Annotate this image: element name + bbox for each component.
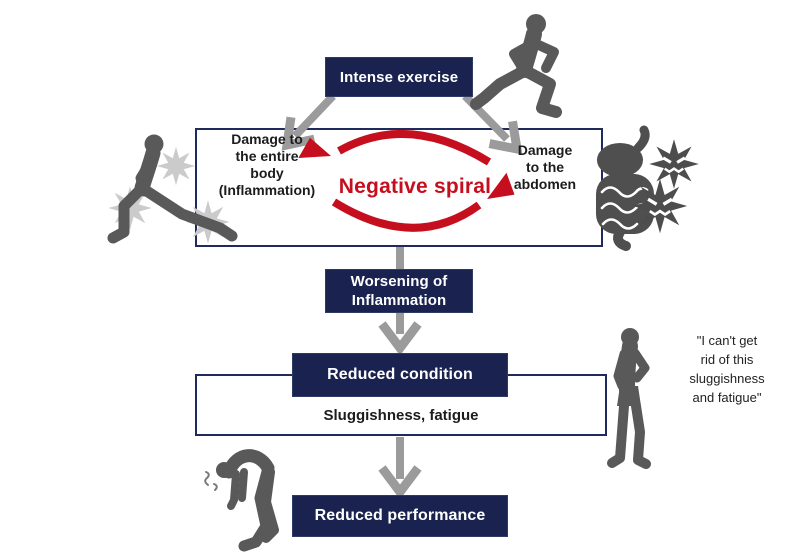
tired-man-icon <box>607 328 651 469</box>
arrowhead-down2-icon <box>378 465 422 500</box>
sluggishness-fatigue-label: Sluggishness, fatigue <box>323 407 479 424</box>
node-intense-exercise: Intense exercise <box>325 57 473 97</box>
lunging-athlete-icon <box>107 134 238 244</box>
node-reduced-condition: Reduced condition <box>292 353 508 397</box>
germ-icon <box>649 139 699 189</box>
runner-icon <box>470 14 562 118</box>
node-reduced-performance: Reduced performance <box>292 495 508 537</box>
node-damage-body: Damage to the entire body (Inflammation) <box>218 131 316 198</box>
negative-spiral-arrows-icon <box>298 129 515 232</box>
node-damage-abdomen: Damage to the abdomen <box>513 142 577 192</box>
node-worsening-inflammation: Worsening of Inflammation <box>325 269 473 313</box>
arrowhead-right-icon <box>488 120 523 155</box>
node-label: Reduced condition <box>327 366 473 383</box>
arrowhead-down1-icon <box>378 321 422 356</box>
negative-spiral-label: Negative spiral <box>338 175 492 198</box>
node-label: Intense exercise <box>339 68 459 86</box>
germ-icon <box>632 178 688 234</box>
gut-inflammation-icon <box>596 125 699 251</box>
fatigue-quote: "I can't get rid of this sluggishness an… <box>689 333 765 405</box>
breath-marks-icon <box>204 471 218 491</box>
arrowhead-left-icon <box>281 116 316 151</box>
node-label: Reduced performance <box>314 507 486 524</box>
exhausted-runner-icon <box>204 449 279 552</box>
